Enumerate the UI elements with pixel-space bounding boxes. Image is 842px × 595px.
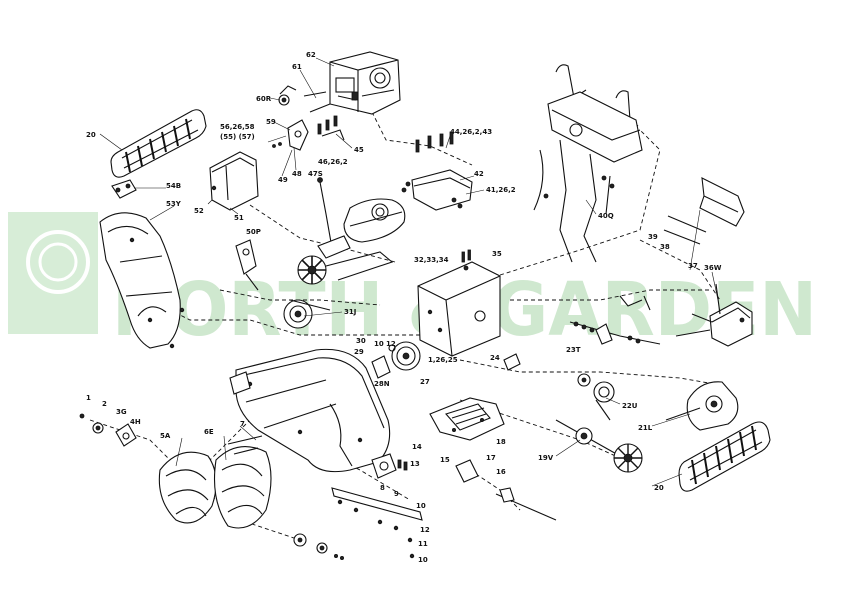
dash-engine-frame bbox=[371, 111, 473, 166]
label-56-26-58: 56,26,58 bbox=[220, 123, 255, 131]
label-21l: 21L bbox=[638, 424, 653, 432]
linkage-23t bbox=[569, 295, 661, 345]
label-41-26-2: 41,26,2 bbox=[486, 186, 516, 194]
shift-lever bbox=[317, 177, 406, 259]
scraper-bar bbox=[331, 487, 423, 559]
bracket-42 bbox=[401, 131, 473, 211]
label-60r: 60R bbox=[256, 95, 272, 103]
label-6e: 6E bbox=[204, 428, 214, 436]
label-49: 49 bbox=[278, 176, 288, 184]
label-11: 11 bbox=[418, 540, 428, 548]
label-23t: 23T bbox=[566, 346, 581, 354]
label-19v: 19V bbox=[538, 454, 554, 462]
label-12-bottom: 12 bbox=[420, 526, 430, 534]
label-14: 14 bbox=[412, 443, 422, 451]
auger-shaft-hardware bbox=[79, 413, 344, 561]
watermark-logo-swirl-inner bbox=[38, 242, 78, 282]
label-1: 1 bbox=[86, 394, 91, 402]
label-42: 42 bbox=[474, 170, 484, 178]
label-55-57: (55) (57) bbox=[220, 133, 255, 141]
label-24: 24 bbox=[490, 354, 500, 362]
label-61: 61 bbox=[292, 63, 302, 71]
label-48: 48 bbox=[292, 170, 302, 178]
pulley-27 bbox=[371, 341, 421, 379]
label-20-top: 20 bbox=[86, 131, 96, 139]
label-36w: 36W bbox=[704, 264, 722, 272]
label-10-bottom: 10 bbox=[418, 556, 428, 564]
label-22u: 22U bbox=[622, 402, 638, 410]
label-46-26-2: 46,26,2 bbox=[318, 158, 348, 166]
leader-lines bbox=[99, 57, 719, 487]
label-5a: 5A bbox=[160, 432, 171, 440]
engine-accessories bbox=[267, 85, 345, 151]
belt-cover bbox=[209, 151, 259, 211]
engine bbox=[329, 51, 401, 115]
label-12-top: 12 bbox=[386, 340, 396, 348]
control-50p bbox=[235, 239, 259, 291]
label-54b: 54B bbox=[166, 182, 181, 190]
label-17: 17 bbox=[486, 454, 496, 462]
track-left-top bbox=[110, 109, 207, 178]
track-right bbox=[678, 421, 771, 492]
rods-and-guard bbox=[663, 177, 745, 245]
auger-housing bbox=[235, 348, 391, 473]
label-27: 27 bbox=[420, 378, 430, 386]
label-51: 51 bbox=[234, 214, 244, 222]
main-frame bbox=[417, 249, 501, 357]
friction-wheel-assembly bbox=[283, 251, 394, 329]
label-20-bottom: 20 bbox=[654, 484, 664, 492]
label-59: 59 bbox=[266, 118, 276, 126]
label-45: 45 bbox=[354, 146, 364, 154]
axle-parts bbox=[455, 353, 557, 521]
label-15: 15 bbox=[440, 456, 450, 464]
part-labels: 20 61 62 60R 59 56,26,58 (55) (57) 48 47… bbox=[86, 51, 722, 564]
control-housing bbox=[675, 283, 753, 347]
watermark-logo-swirl bbox=[26, 230, 90, 294]
dash-control-rod bbox=[639, 239, 721, 301]
bearing-block bbox=[229, 371, 408, 479]
dash-frame-control bbox=[510, 289, 710, 301]
label-62: 62 bbox=[306, 51, 316, 59]
label-50p: 50P bbox=[246, 228, 261, 236]
label-10-mid: 10 bbox=[416, 502, 426, 510]
label-3g: 3G bbox=[116, 408, 127, 416]
label-13: 13 bbox=[410, 460, 420, 468]
label-44-26-2-43: 44,26,2,43 bbox=[450, 128, 492, 136]
label-30: 30 bbox=[356, 337, 366, 345]
drive-sprocket-right bbox=[665, 381, 739, 431]
gear-22u bbox=[577, 373, 615, 421]
skid-plate bbox=[429, 397, 505, 441]
label-7: 7 bbox=[240, 420, 245, 428]
label-31j: 31J bbox=[344, 308, 356, 316]
handle-assembly bbox=[533, 64, 643, 263]
dash-frame-track bbox=[459, 359, 721, 386]
label-47s: 47S bbox=[308, 170, 323, 178]
label-35: 35 bbox=[492, 250, 502, 258]
label-29: 29 bbox=[354, 348, 364, 356]
label-37: 37 bbox=[688, 262, 698, 270]
label-16: 16 bbox=[496, 468, 506, 476]
label-18: 18 bbox=[496, 438, 506, 446]
label-8: 8 bbox=[380, 484, 385, 492]
label-39: 39 bbox=[648, 233, 658, 241]
label-40q: 40Q bbox=[598, 212, 614, 220]
dash-handle-frame bbox=[499, 129, 661, 276]
label-10-top: 10 bbox=[374, 340, 384, 348]
label-4h: 4H bbox=[130, 418, 141, 426]
label-1-26-25: 1,26,25 bbox=[428, 356, 458, 364]
label-28n: 28N bbox=[374, 380, 390, 388]
discharge-chute bbox=[99, 212, 185, 349]
auger-left bbox=[158, 451, 217, 524]
auger-right bbox=[213, 435, 272, 529]
label-53y: 53Y bbox=[166, 200, 182, 208]
label-2: 2 bbox=[102, 400, 107, 408]
bracket-54b bbox=[111, 179, 137, 199]
sprocket-19v bbox=[555, 419, 643, 473]
label-38: 38 bbox=[660, 243, 670, 251]
label-52: 52 bbox=[194, 207, 204, 215]
label-32-33-34: 32,33,34 bbox=[414, 256, 449, 264]
label-9: 9 bbox=[394, 490, 399, 498]
